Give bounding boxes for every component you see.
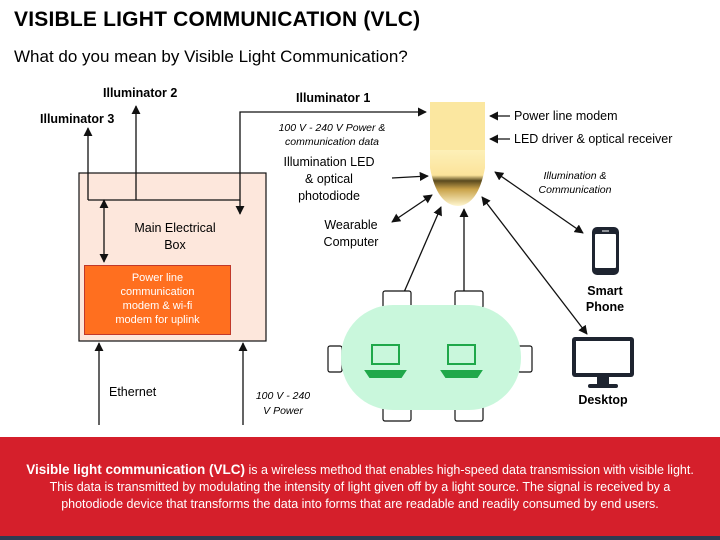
modem-label-line4: modem for uplink [115, 314, 200, 326]
arrow-illum-led [391, 171, 429, 181]
main-electrical-box-label: Main Electrical Box [120, 220, 230, 254]
arrow-wearable [391, 194, 433, 223]
main-box-label-line2: Box [164, 238, 186, 252]
desktop-monitor-icon [572, 337, 634, 388]
illum-comm-label-1: Illumination & [543, 170, 607, 182]
line-illuminator1 [88, 107, 427, 201]
power-line-modem-label: Power line modem [514, 109, 618, 123]
illuminator-3-label: Illuminator 3 [40, 112, 115, 126]
footer-strip [0, 536, 720, 540]
footer-body-text: is a wireless method that enables high-s… [49, 463, 694, 511]
meeting-table [327, 290, 533, 422]
page-subtitle: What do you mean by Visible Light Commun… [14, 47, 408, 66]
laptop-icon [364, 344, 407, 378]
power-comm-data-label-2: communication data [285, 136, 379, 148]
footer-description: Visible light communication (VLC) is a w… [20, 461, 700, 513]
modem-label-line1: Power line [131, 272, 184, 284]
smartphone-label-2: Phone [585, 300, 625, 314]
arrow-desktop [481, 196, 588, 335]
page-title: VISIBLE LIGHT COMMUNICATION (VLC) [14, 8, 421, 31]
plc-modem-label: Power line communication modem & wi-fi m… [84, 271, 231, 327]
led-driver-label: LED driver & optical receiver [514, 132, 673, 146]
laptop-icon [440, 344, 483, 378]
desktop-label: Desktop [578, 393, 628, 407]
modem-label-line3: modem & wi-fi [122, 300, 193, 312]
footer-banner [0, 437, 720, 540]
smartphone-icon [592, 227, 619, 275]
illum-led-label-1: Illumination LED [283, 155, 375, 169]
illum-led-label-3: photodiode [298, 189, 360, 203]
ethernet-label: Ethernet [109, 385, 157, 399]
power-comm-data-label-1: 100 V - 240 V Power & [278, 122, 386, 134]
smartphone-label-1: Smart [587, 284, 623, 298]
illum-comm-label-2: Communication [538, 184, 612, 196]
illum-led-label-2: & optical [305, 172, 353, 186]
wearable-label-2: Computer [323, 235, 379, 249]
plc-modem-box [84, 265, 231, 335]
illuminator-2-label: Illuminator 2 [103, 86, 178, 100]
power-label-1: 100 V - 240 [255, 390, 311, 402]
footer-bold-term: Visible light communication (VLC) [26, 462, 245, 477]
power-label-2: V Power [263, 405, 303, 417]
wearable-label-1: Wearable [324, 218, 378, 232]
illuminator-1-label: Illuminator 1 [296, 91, 371, 105]
chair-icon [327, 345, 343, 373]
main-box-label-line1: Main Electrical [134, 221, 216, 235]
ceiling-lamp-icon [430, 102, 485, 206]
modem-label-line2: communication [120, 286, 195, 298]
